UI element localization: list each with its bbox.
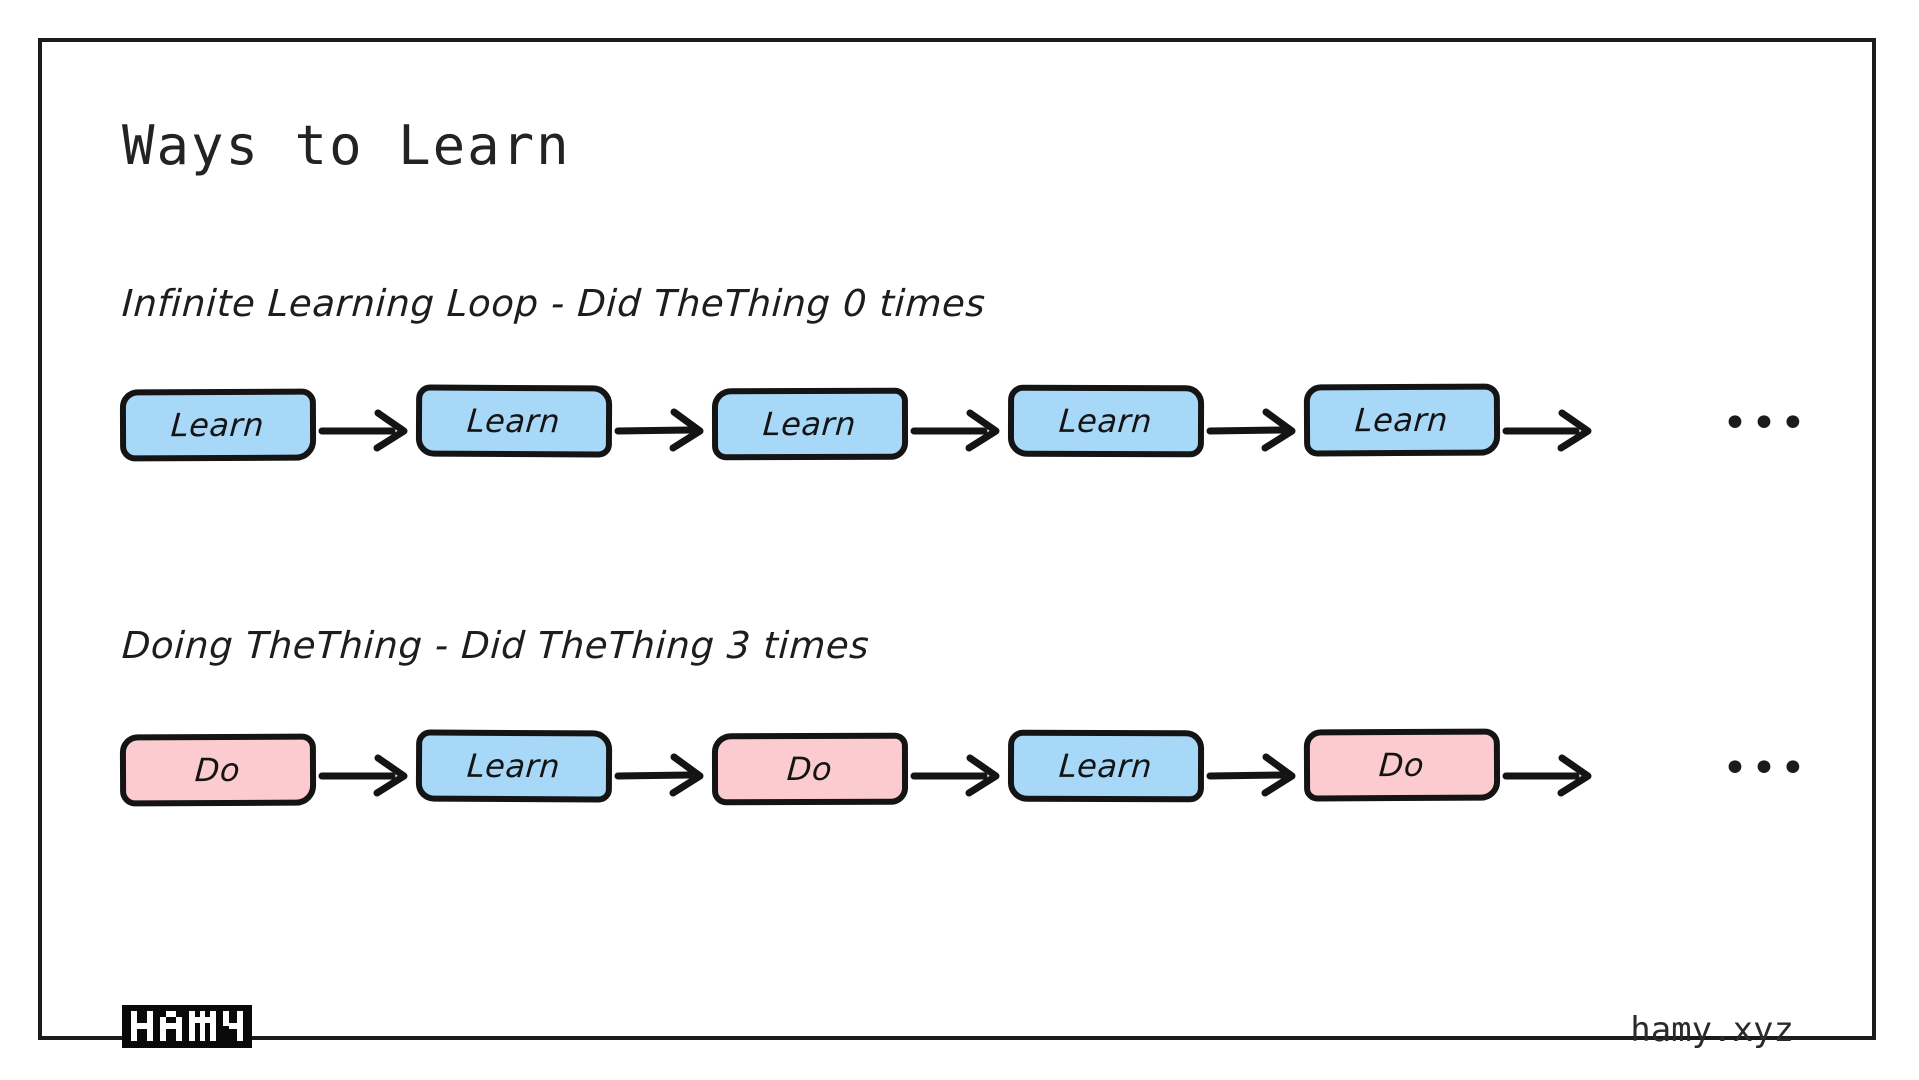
sequence-row-doing-thething: Do Learn Do Learn Do ••• xyxy=(119,717,1880,837)
node-do[interactable]: Do xyxy=(1303,728,1501,802)
arrow-icon xyxy=(318,408,420,454)
node-do[interactable]: Do xyxy=(711,732,909,806)
node-learn[interactable]: Learn xyxy=(415,384,613,458)
node-label: Learn xyxy=(1058,401,1154,441)
node-label: Learn xyxy=(170,405,266,445)
arrow-icon xyxy=(910,753,1012,799)
node-label: Learn xyxy=(1354,400,1450,440)
hamy-logo-glyphs xyxy=(131,1011,243,1041)
node-learn[interactable]: Learn xyxy=(1007,729,1205,803)
node-label: Do xyxy=(194,750,242,790)
node-learn[interactable]: Learn xyxy=(415,729,613,803)
ellipsis-continuation: ••• xyxy=(1722,743,1809,794)
node-sequence: Do Learn Do Learn Do ••• xyxy=(119,717,1880,837)
arrow-icon xyxy=(1502,408,1604,454)
node-label: Do xyxy=(786,749,834,789)
arrow-icon xyxy=(614,753,716,799)
arrow-icon xyxy=(1502,753,1604,799)
node-do[interactable]: Do xyxy=(119,733,317,807)
arrow-icon xyxy=(614,408,716,454)
sequence-row-infinite-learning-loop: Learn Learn Learn Learn Learn ••• xyxy=(119,372,1880,492)
section-label-infinite-learning-loop: Infinite Learning Loop - Did TheThing 0 … xyxy=(120,282,987,325)
ellipsis-continuation: ••• xyxy=(1722,398,1809,449)
node-label: Do xyxy=(1378,745,1426,785)
node-learn[interactable]: Learn xyxy=(1303,383,1501,457)
site-url: hamy.xyz xyxy=(1630,1010,1794,1050)
section-label-doing-thething: Doing TheThing - Did TheThing 3 times xyxy=(120,624,871,667)
node-label: Learn xyxy=(466,746,562,786)
page-title: Ways to Learn xyxy=(122,114,571,177)
node-sequence: Learn Learn Learn Learn Learn ••• xyxy=(119,372,1880,492)
arrow-icon xyxy=(318,753,420,799)
node-label: Learn xyxy=(1058,746,1154,786)
arrow-icon xyxy=(910,408,1012,454)
arrow-icon xyxy=(1206,753,1308,799)
node-learn[interactable]: Learn xyxy=(711,387,909,461)
node-label: Learn xyxy=(762,404,858,444)
node-learn[interactable]: Learn xyxy=(1007,384,1205,458)
diagram-frame: Ways to Learn Infinite Learning Loop - D… xyxy=(38,38,1876,1050)
node-label: Learn xyxy=(466,401,562,441)
hamy-logo xyxy=(122,1005,252,1048)
arrow-icon xyxy=(1206,408,1308,454)
node-learn[interactable]: Learn xyxy=(119,388,317,462)
